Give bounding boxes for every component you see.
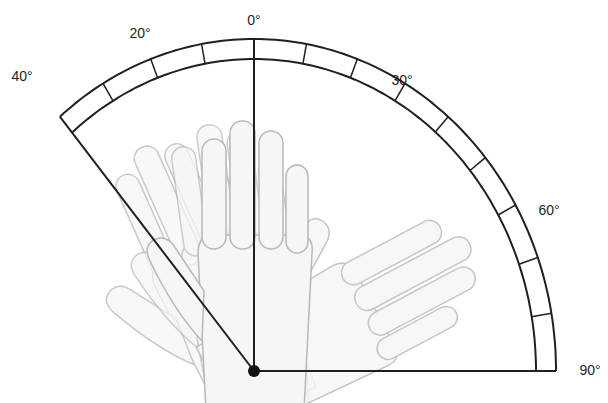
hand-illustrations	[55, 115, 502, 403]
angle-ray	[253, 39, 255, 371]
outer-arc	[60, 39, 556, 371]
tick-mark	[519, 257, 538, 264]
tick-mark	[498, 205, 515, 215]
angle-label: 90°	[579, 363, 600, 377]
goniometer-scale	[60, 39, 556, 371]
angle-label: 30°	[391, 73, 412, 87]
angle-label: 0°	[247, 13, 260, 27]
tick-mark	[350, 59, 357, 78]
angle-label: 20°	[129, 26, 150, 40]
tick-mark	[435, 117, 448, 132]
angle-label: 60°	[538, 203, 559, 217]
tick-mark	[151, 59, 158, 78]
angle-ray	[60, 117, 254, 371]
pivot-dot	[248, 365, 260, 377]
hand-ghost	[113, 115, 317, 403]
tick-mark	[470, 158, 485, 171]
inner-arc	[73, 59, 536, 371]
tick-mark	[103, 83, 113, 100]
angle-label: 40°	[11, 69, 32, 83]
tick-mark	[303, 44, 306, 64]
tick-mark	[202, 44, 205, 64]
tick-mark	[532, 313, 552, 316]
angle-ray	[254, 370, 556, 372]
